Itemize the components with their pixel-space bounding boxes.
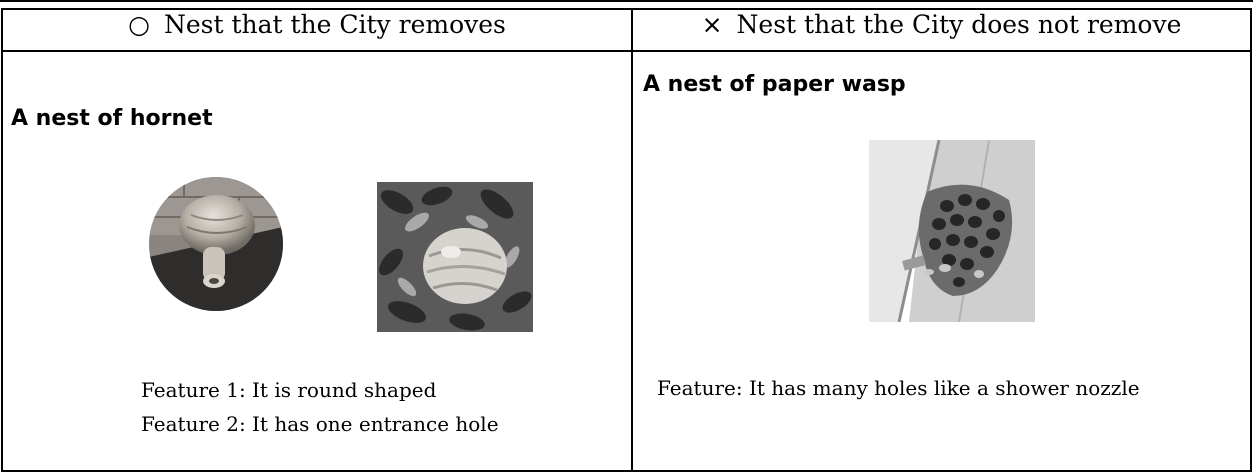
right-column-heading: × Nest that the City does not remove	[631, 8, 1252, 52]
cross-mark-icon: ×	[701, 10, 723, 39]
hornet-feature-2: Feature 2: It has one entrance hole	[141, 412, 499, 436]
circle-mark-icon: ○	[128, 10, 150, 39]
hornet-nest-title: A nest of hornet	[11, 106, 213, 131]
left-column-heading: ○ Nest that the City removes	[1, 8, 633, 52]
left-heading-text: Nest that the City removes	[163, 10, 506, 39]
hornet-nest-closeup-photo	[149, 177, 283, 311]
paper-wasp-nest-photo	[869, 140, 1035, 322]
hornet-nest-in-tree-photo	[377, 182, 533, 332]
right-heading-text: Nest that the City does not remove	[736, 10, 1182, 39]
paper-wasp-nest-title: A nest of paper wasp	[643, 72, 906, 97]
table-body-row: A nest of hornet	[1, 50, 1252, 472]
nest-comparison-table: ○ Nest that the City removes × Nest that t…	[1, 8, 1252, 472]
page-top-rule	[0, 0, 1253, 2]
right-cell: A nest of paper wasp	[631, 50, 1252, 472]
table-header-row: ○ Nest that the City removes × Nest that t…	[1, 8, 1252, 52]
hornet-feature-1: Feature 1: It is round shaped	[141, 378, 437, 402]
paper-wasp-feature: Feature: It has many holes like a shower…	[657, 376, 1140, 400]
left-cell: A nest of hornet	[1, 50, 633, 472]
